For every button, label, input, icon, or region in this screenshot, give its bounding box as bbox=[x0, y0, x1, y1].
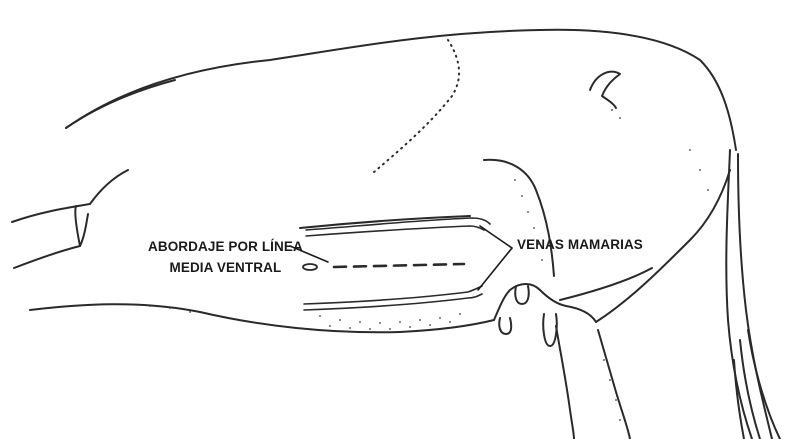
flank-contour bbox=[300, 216, 470, 228]
teat-front bbox=[499, 318, 511, 334]
neck-top-outline bbox=[66, 80, 175, 128]
veins-leader-upper bbox=[480, 226, 512, 248]
lower-mammary-vein-top bbox=[304, 286, 482, 304]
teat-middle bbox=[543, 314, 557, 346]
teat-rear bbox=[515, 286, 529, 304]
udder-outline bbox=[494, 284, 596, 322]
hind-leg-back bbox=[598, 330, 630, 439]
midline-approach-label: ABORDAJE POR LÍNEA MEDIA VENTRAL bbox=[148, 236, 303, 278]
hip-outline bbox=[590, 72, 620, 108]
tail-switch-3 bbox=[734, 360, 744, 439]
hind-leg-front bbox=[556, 326, 574, 439]
tail-switch-1 bbox=[740, 340, 760, 439]
lower-mammary-vein-bottom bbox=[304, 294, 482, 310]
last-rib-dotted-line bbox=[374, 40, 459, 172]
umbilicus-mark bbox=[303, 264, 317, 270]
back-outline bbox=[66, 30, 736, 150]
dewlap-outline bbox=[75, 206, 80, 246]
tail-switch-2 bbox=[748, 330, 780, 439]
neck-front-outline bbox=[12, 170, 128, 222]
midline-label-line-2: MEDIA VENTRAL bbox=[148, 257, 303, 278]
belly-outline bbox=[30, 304, 494, 332]
mammary-veins-label: VENAS MAMARIAS bbox=[517, 237, 643, 252]
midline-label-line-1: ABORDAJE POR LÍNEA bbox=[148, 236, 303, 257]
tail-outline-2 bbox=[738, 154, 772, 439]
stifle-outline bbox=[560, 268, 652, 300]
veins-leader-lower bbox=[478, 248, 512, 290]
flank-outline bbox=[484, 160, 554, 276]
midline-incision-dashed bbox=[334, 264, 464, 267]
